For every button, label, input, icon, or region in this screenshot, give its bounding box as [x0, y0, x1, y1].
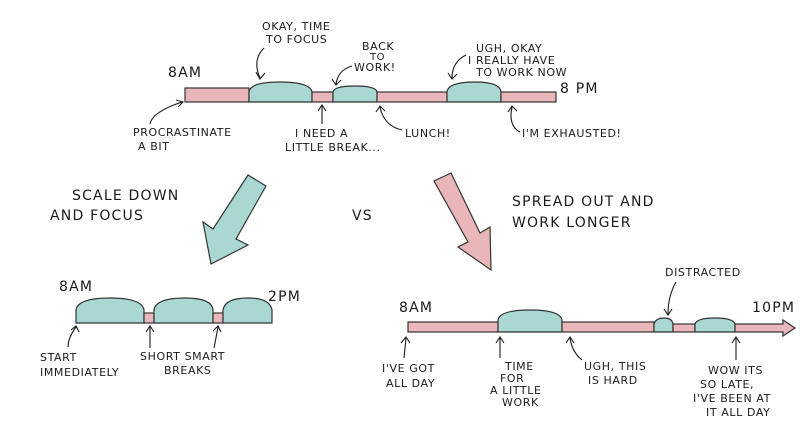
top-note-procrastinate-1: PROCRASTINATE [133, 126, 232, 139]
top-note-break-2: LITTLE BREAK... [285, 141, 381, 154]
right-distracted-segment [672, 323, 696, 333]
top-lunch-segment [376, 91, 448, 103]
top-note-lunch: LUNCH! [405, 127, 451, 140]
left-break-2 [212, 312, 224, 324]
top-arrow-back [331, 65, 353, 86]
top-note-break-1: I NEED A [295, 127, 348, 140]
top-arrow-lunch [375, 105, 403, 131]
right-start-time: 8AM [399, 300, 433, 316]
right-strategy-label-2: WORK LONGER [512, 215, 632, 231]
left-note-start-2: IMMEDIATELY [40, 366, 119, 379]
left-focus-block-1 [75, 297, 145, 324]
right-note-little-3: A LITTLE [490, 384, 542, 397]
right-note-late-2: SO LATE, [700, 378, 754, 391]
right-note-little-2: FOR [500, 372, 524, 385]
top-note-focus-1: OKAY, TIME [262, 20, 330, 33]
left-note-breaks-1: SHORT SMART [140, 350, 225, 363]
top-note-back-3: WORK! [354, 61, 396, 74]
top-focus-block-2 [332, 85, 378, 103]
right-note-little-4: WORK [502, 396, 539, 409]
right-focus-block-2 [653, 317, 674, 333]
vs-label: VS [352, 208, 373, 224]
right-end-arrow [734, 318, 797, 338]
top-note-exhausted: I'M EXHAUSTED! [522, 127, 622, 140]
right-note-late-3: I'VE BEEN AT [693, 392, 771, 405]
left-arrow-break-2 [212, 325, 222, 349]
right-end-time: 10PM [752, 300, 795, 316]
top-note-really-1: UGH, OKAY [476, 42, 542, 55]
left-arrow-break-1 [145, 325, 155, 348]
right-procrastinate-segment-2 [561, 321, 655, 333]
left-break-1 [143, 312, 155, 324]
right-note-allday-2: ALL DAY [386, 377, 435, 390]
top-focus-block-3 [446, 81, 502, 103]
left-timeline: 8AM 2PM START IMMEDIATELY SHORT SMART BR… [40, 279, 301, 379]
top-note-back-1: BACK [362, 40, 394, 53]
right-arrow-little [495, 336, 505, 358]
right-note-allday-1: I'VE GOT [382, 362, 435, 375]
top-note-really-3: TO WORK NOW [475, 66, 567, 79]
top-note-back-2: TO [369, 52, 385, 63]
right-note-late-4: IT ALL DAY [706, 406, 770, 419]
top-break-segment [311, 91, 334, 103]
right-arrow-allday [400, 336, 411, 359]
right-note-little-1: TIME [504, 360, 534, 373]
top-arrow-focus [255, 47, 266, 80]
right-focus-block-3 [694, 317, 736, 333]
left-note-breaks-2: BREAKS [164, 364, 211, 377]
top-arrow-break [317, 104, 327, 124]
right-note-hard-1: UGH, THIS [584, 360, 646, 373]
left-strategy-label-2: AND FOCUS [50, 208, 144, 224]
left-note-start-1: START [40, 351, 77, 364]
left-arrow-start [67, 325, 80, 348]
left-focus-block-3 [222, 297, 273, 324]
top-note-focus-2: TO FOCUS [265, 33, 327, 46]
right-note-distracted: DISTRACTED [665, 266, 741, 279]
top-arrow-really [447, 54, 467, 80]
right-arrow-hard [565, 336, 583, 361]
right-procrastinate-segment-1 [407, 321, 499, 333]
top-note-really-2: I REALLY HAVE [468, 54, 555, 67]
right-timeline: 8AM 10PM DISTRACTED I'VE GOT ALL DAY TIM… [382, 266, 797, 419]
right-note-late-1: WOW ITS [708, 364, 763, 377]
top-start-time: 8AM [168, 65, 202, 81]
right-arrow-late [731, 336, 741, 360]
top-exhausted-segment [500, 91, 557, 103]
top-timeline: 8AM 8 PM OKAY, TIME TO FOCUS BACK TO WOR… [133, 20, 622, 154]
left-focus-block-2 [153, 297, 214, 324]
top-end-time: 8 PM [560, 81, 599, 97]
right-arrow-distracted [663, 281, 677, 316]
top-focus-block-1 [248, 81, 313, 103]
left-strategy-label-1: SCALE DOWN [72, 188, 179, 204]
right-strategy-label-1: SPREAD OUT AND [512, 194, 655, 210]
right-focus-block-1 [497, 309, 563, 333]
right-note-hard-2: IS HARD [588, 374, 638, 387]
comparison-header: SCALE DOWN AND FOCUS VS SPREAD OUT AND W… [50, 172, 655, 272]
left-end-time: 2PM [268, 289, 301, 305]
scale-down-arrow [202, 174, 267, 265]
top-arrow-procrastinate [149, 99, 185, 125]
top-note-procrastinate-2: A BIT [138, 140, 170, 153]
top-procrastinate-segment [184, 87, 250, 103]
top-arrow-exhausted [507, 105, 521, 133]
spread-out-arrow [433, 172, 492, 272]
left-start-time: 8AM [59, 279, 93, 295]
